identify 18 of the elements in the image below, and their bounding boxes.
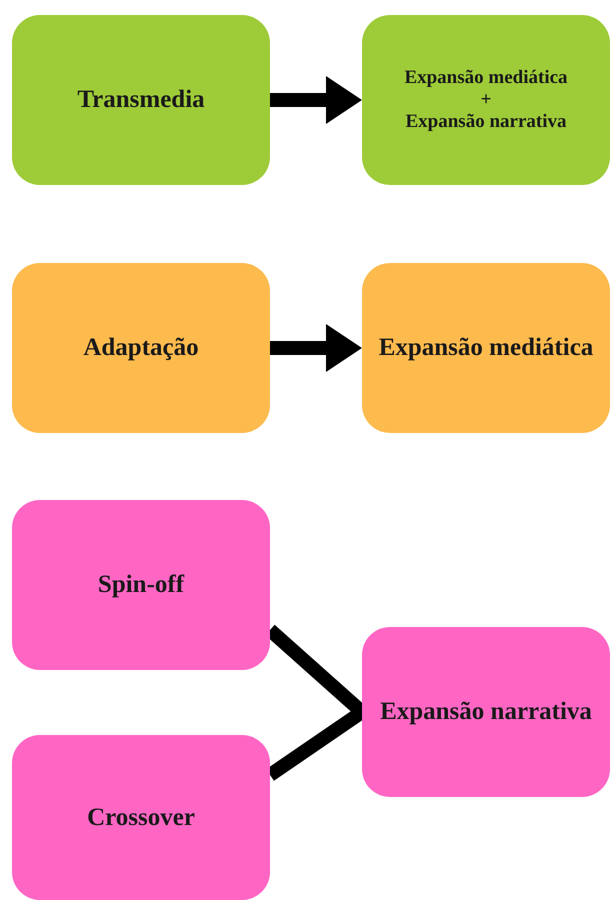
- rounded-box: [12, 15, 270, 185]
- rounded-box: [12, 263, 270, 433]
- box-label: Adaptação: [83, 333, 199, 363]
- rounded-box: [362, 15, 610, 185]
- rounded-box: [12, 735, 270, 900]
- box-label: Expansão narrativa: [406, 111, 566, 133]
- rounded-box: [362, 627, 610, 797]
- box-label: Expansão narrativa: [380, 697, 592, 727]
- arrow: [270, 76, 362, 124]
- box-label: Spin-off: [98, 570, 184, 600]
- box-label: Expansão mediática: [378, 333, 594, 363]
- box-label: +: [480, 89, 492, 111]
- box-label: Expansão mediática: [404, 67, 568, 89]
- rounded-box: [362, 263, 610, 433]
- rounded-box: [12, 500, 270, 670]
- box-label: Crossover: [87, 802, 195, 832]
- arrow: [270, 324, 362, 372]
- box-label: Transmedia: [77, 85, 205, 115]
